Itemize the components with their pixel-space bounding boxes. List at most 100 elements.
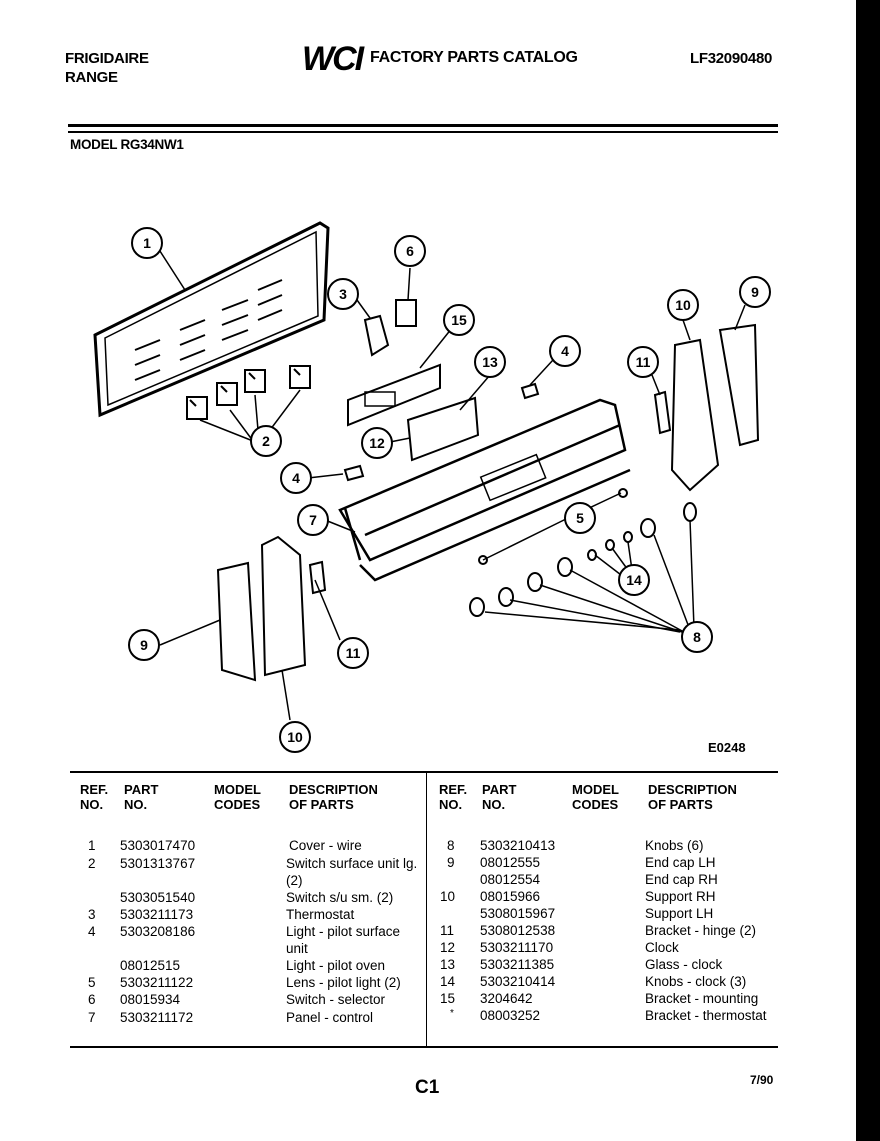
right-part: 5308012538 bbox=[480, 923, 556, 938]
left-part: 5303208186 bbox=[120, 924, 196, 939]
left-ref: 5 bbox=[88, 975, 96, 990]
right-desc: Support RH bbox=[645, 889, 716, 904]
right-part: 08012555 bbox=[480, 855, 541, 870]
right-part: 08015966 bbox=[480, 889, 541, 904]
right-part: 3204642 bbox=[480, 991, 533, 1006]
revision-date: 7/90 bbox=[750, 1073, 774, 1087]
right-desc: Bracket - thermostat bbox=[645, 1008, 767, 1023]
table-divider bbox=[426, 773, 427, 1046]
left-ref: 2 bbox=[88, 856, 96, 871]
left-desc: Switch s/u sm. (2) bbox=[286, 890, 394, 905]
header-ref-left: REF.NO. bbox=[80, 782, 109, 812]
left-part: 5303211172 bbox=[120, 1010, 194, 1025]
surface-switches-part bbox=[186, 365, 311, 420]
catalog-number: LF32090480 bbox=[690, 50, 773, 67]
left-desc: Cover - wire bbox=[289, 838, 362, 853]
model-label: MODEL RG34NW1 bbox=[70, 137, 184, 152]
right-desc: Clock bbox=[645, 940, 679, 955]
callout-13: 13 bbox=[482, 354, 498, 370]
brand-name: FRIGIDAIRE bbox=[65, 50, 149, 67]
callout-labels: 1 2 3 4 4 5 6 7 8 9 9 10 10 11 11 12 13 … bbox=[140, 235, 759, 745]
control-panel-part bbox=[338, 398, 631, 582]
right-ref: 8 bbox=[447, 838, 455, 853]
thermostat-part bbox=[363, 314, 390, 357]
left-desc: Light - pilot surface unit bbox=[286, 924, 401, 956]
left-desc: Switch surface unit lg. (2) bbox=[286, 856, 418, 888]
right-desc: Bracket - hinge (2) bbox=[645, 923, 757, 938]
left-ref: 4 bbox=[88, 924, 96, 939]
catalog-title: FACTORY PARTS CATALOG bbox=[370, 49, 578, 66]
callout-11a: 11 bbox=[636, 354, 651, 370]
leader-lines bbox=[157, 247, 746, 721]
right-part: 5308015967 bbox=[480, 906, 556, 921]
right-desc: Glass - clock bbox=[645, 957, 723, 972]
right-ref: 9 bbox=[447, 855, 455, 870]
right-desc: Knobs - clock (3) bbox=[645, 974, 747, 989]
left-part: 08012515 bbox=[120, 958, 181, 973]
figure-code: E0248 bbox=[708, 740, 746, 755]
callout-11b: 11 bbox=[346, 645, 361, 661]
left-part: 08015934 bbox=[120, 992, 181, 1007]
callout-9a: 9 bbox=[751, 284, 759, 300]
page-edge bbox=[856, 0, 880, 1141]
left-end-assembly bbox=[216, 535, 327, 682]
left-desc: Panel - control bbox=[286, 1010, 374, 1025]
callout-4a: 4 bbox=[561, 343, 569, 359]
right-ref: 14 bbox=[440, 974, 456, 989]
left-ref: 7 bbox=[88, 1010, 96, 1025]
callout-12: 12 bbox=[369, 435, 385, 451]
callout-10a: 10 bbox=[675, 297, 691, 313]
right-part: 08003252 bbox=[480, 1008, 541, 1023]
left-part: 5303017470 bbox=[120, 838, 196, 853]
callout-15: 15 bbox=[451, 312, 467, 328]
callout-3: 3 bbox=[339, 286, 347, 302]
right-desc: Bracket - mounting bbox=[645, 991, 759, 1006]
right-ref: 13 bbox=[440, 957, 456, 972]
left-part: 5303211122 bbox=[120, 975, 194, 990]
callout-4b: 4 bbox=[292, 470, 300, 486]
right-part: 5303210414 bbox=[480, 974, 556, 989]
right-ref: 15 bbox=[440, 991, 456, 1006]
logo-text: WCI bbox=[302, 40, 364, 78]
right-ref: * bbox=[450, 1008, 454, 1019]
left-desc: Switch - selector bbox=[286, 992, 386, 1007]
callout-14: 14 bbox=[626, 572, 642, 588]
left-ref: 6 bbox=[88, 992, 96, 1007]
right-part: 5303211170 bbox=[480, 940, 554, 955]
callout-1: 1 bbox=[143, 235, 151, 251]
mounting-bracket-part bbox=[347, 363, 441, 427]
callout-6: 6 bbox=[406, 243, 414, 259]
right-ref: 10 bbox=[440, 889, 456, 904]
wci-logo: WCI bbox=[302, 40, 364, 79]
selector-switch-part bbox=[395, 299, 417, 327]
callout-10b: 10 bbox=[287, 729, 303, 745]
left-desc: Thermostat bbox=[286, 907, 355, 922]
left-desc: Lens - pilot light (2) bbox=[286, 975, 401, 990]
right-part: 5303210413 bbox=[480, 838, 556, 853]
left-part: 5301313767 bbox=[120, 856, 196, 871]
callout-8: 8 bbox=[693, 629, 701, 645]
product-name: RANGE bbox=[65, 69, 118, 86]
left-ref: 1 bbox=[88, 838, 96, 853]
callout-2: 2 bbox=[262, 433, 270, 449]
left-part: 5303051540 bbox=[120, 890, 196, 905]
callout-9b: 9 bbox=[140, 637, 148, 653]
left-desc: Light - pilot oven bbox=[286, 958, 386, 973]
cover-wire-part bbox=[93, 221, 330, 418]
header-rule bbox=[68, 124, 778, 127]
page-number: C1 bbox=[415, 1077, 440, 1098]
callout-7: 7 bbox=[309, 512, 317, 528]
callouts bbox=[128, 227, 771, 753]
right-end-assembly bbox=[653, 323, 760, 492]
right-desc: End cap RH bbox=[645, 872, 718, 887]
right-part: 08012554 bbox=[480, 872, 541, 887]
right-desc: Knobs (6) bbox=[645, 838, 704, 853]
header-ref-right: REF.NO. bbox=[439, 782, 468, 812]
pilot-light-part bbox=[520, 382, 540, 400]
table-bottom-rule bbox=[70, 1046, 778, 1048]
